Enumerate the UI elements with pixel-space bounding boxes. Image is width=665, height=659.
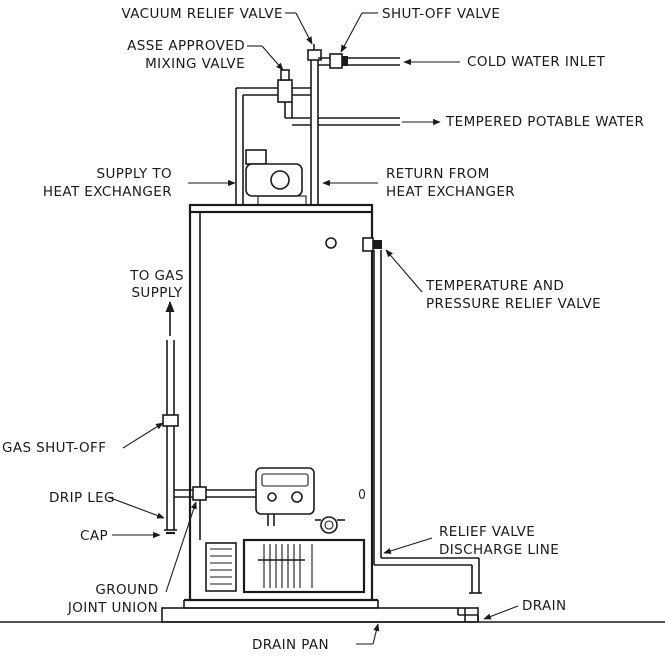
combustion-air-louvers: [205, 542, 237, 592]
label-asse-line2: MIXING VALVE: [145, 56, 245, 72]
gas-control-valve: [255, 467, 345, 534]
burner-access-panel: [242, 538, 366, 594]
tempered-water-pipe: [318, 117, 400, 126]
return-pipe: [284, 60, 319, 205]
label-gas-shut-off: GAS SHUT-OFF: [2, 440, 106, 456]
leader-tp-valve: [385, 249, 423, 293]
label-tp-line1: TEMPERATURE AND: [425, 278, 564, 294]
label-tp-line2: PRESSURE RELIEF VALVE: [426, 296, 601, 312]
label-to-gas-line2: SUPPLY: [131, 285, 182, 301]
label-drain: DRAIN: [522, 598, 567, 614]
relief-discharge-line: [373, 250, 482, 594]
label-return-line1: RETURN FROM: [386, 166, 490, 182]
leader-drain-pan: [356, 623, 380, 645]
tp-relief-valve: [362, 237, 382, 252]
vacuum-relief-valve: [307, 44, 322, 61]
leader-drip-leg: [107, 496, 165, 519]
leader-drain: [483, 605, 519, 620]
label-relief-line1: RELIEF VALVE: [439, 524, 535, 540]
leader-shut-off: [340, 12, 378, 53]
leader-vacuum-relief: [285, 12, 313, 45]
label-cold-water-inlet: COLD WATER INLET: [467, 54, 606, 70]
mixing-valve: [277, 69, 293, 103]
label-ground-line1: GROUND: [95, 582, 158, 598]
label-drip-leg: DRIP LEG: [49, 490, 115, 506]
label-asse-line1: ASSE APPROVED: [127, 38, 245, 54]
drain-pipe: [457, 608, 479, 622]
leader-ground-joint-union: [165, 501, 197, 593]
heat-exchanger-pump: [245, 149, 307, 206]
leader-gas-shut-off: [122, 422, 164, 449]
label-cap: CAP: [80, 528, 108, 544]
leader-mixing-valve: [247, 45, 284, 71]
gas-supply-pipe: [162, 300, 256, 535]
drain-pan: [161, 607, 479, 623]
label-relief-line2: DISCHARGE LINE: [439, 542, 559, 558]
label-supply-line1: SUPPLY TO: [97, 166, 172, 182]
label-to-gas-line1: TO GAS: [129, 268, 184, 284]
leader-relief-discharge: [383, 537, 433, 554]
label-shut-off-valve: SHUT-OFF VALVE: [382, 6, 500, 22]
label-tempered-potable-water: TEMPERED POTABLE WATER: [445, 114, 644, 130]
supply-pipe: [235, 87, 280, 205]
label-drain-pan: DRAIN PAN: [252, 637, 329, 653]
label-return-line2: HEAT EXCHANGER: [386, 184, 515, 200]
cold-water-inlet-pipe: [318, 53, 400, 69]
label-vacuum-relief-valve: VACUUM RELIEF VALVE: [121, 6, 283, 22]
label-ground-line2: JOINT UNION: [67, 600, 158, 616]
water-heater-tank: [183, 203, 379, 609]
label-supply-line2: HEAT EXCHANGER: [43, 184, 172, 200]
